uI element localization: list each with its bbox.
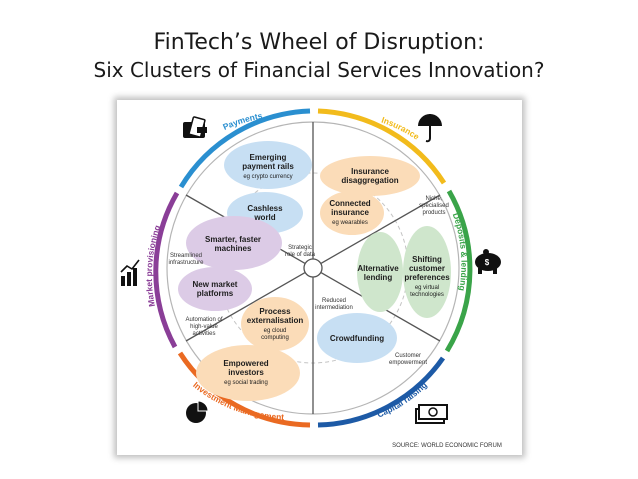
niche-l3: products — [422, 210, 445, 216]
smarter-l1: Smarter, faster — [205, 235, 261, 244]
blob-connected — [320, 191, 384, 235]
cluster-blobs — [178, 141, 451, 401]
shifting-l2: customer — [409, 264, 445, 273]
wallet-icon — [183, 116, 207, 138]
strategic-l1: Strategic — [288, 245, 312, 251]
blob-shifting — [403, 226, 451, 318]
svg-text:$: $ — [485, 258, 490, 267]
ring-investment — [177, 351, 311, 428]
slide-subtitle: Six Clusters of Financial Services Innov… — [93, 58, 545, 82]
cashless-l2: world — [253, 213, 275, 222]
strategic-l2: role of data — [285, 252, 316, 258]
empowered-sub: eg social trading — [224, 380, 268, 386]
streamlined-l2: infrastructure — [168, 260, 204, 266]
connected-sub: eg wearables — [332, 220, 368, 226]
bar-chart-icon — [120, 259, 140, 286]
new-market-l2: platforms — [197, 289, 234, 298]
alt-lending-l1: Alternative — [357, 264, 399, 273]
source-label: SOURCE: WORLD ECONOMIC FORUM — [392, 443, 502, 449]
blob-new-market — [178, 267, 252, 311]
empowered-l2: investors — [228, 368, 264, 377]
automation-l3: activities — [192, 331, 215, 337]
customer-emp-l2: empowerment — [389, 360, 427, 366]
shifting-sub1: eg virtual — [415, 285, 439, 291]
process-sub2: computing — [261, 335, 289, 341]
new-market-l1: New market — [193, 280, 238, 289]
process-l1: Process — [259, 307, 291, 316]
blob-process — [241, 297, 309, 351]
slide-title: FinTech’s Wheel of Disruption: — [153, 30, 485, 55]
blob-insurance-disaggregation — [320, 156, 420, 196]
customer-emp-l1: Customer — [395, 353, 421, 359]
shifting-l3: preferences — [404, 273, 450, 282]
empowered-l1: Empowered — [223, 359, 268, 368]
blob-emerging — [224, 141, 312, 189]
streamlined-l1: Streamlined — [170, 253, 202, 259]
reduced-l1: Reduced — [322, 298, 346, 304]
connected-l2: insurance — [331, 208, 369, 217]
pie-chart-icon — [186, 400, 209, 423]
ring-payments — [178, 108, 311, 189]
ring-capital — [317, 356, 446, 428]
automation-l2: high-value — [190, 324, 218, 330]
outer-ring — [153, 108, 473, 428]
connected-l1: Connected — [329, 199, 370, 208]
niche-l2: specialised — [419, 203, 449, 209]
process-l2: externalisation — [247, 316, 304, 325]
ring-market — [153, 191, 180, 349]
smarter-l2: machines — [215, 244, 252, 253]
emerging-l1: Emerging — [250, 153, 287, 162]
crowdfunding-l1: Crowdfunding — [330, 334, 384, 343]
umbrella-icon — [418, 114, 442, 143]
shifting-sub2: technologies — [410, 292, 444, 298]
reduced-l2: intermediation — [315, 305, 353, 311]
blob-smarter — [186, 216, 282, 270]
ring-insurance — [317, 108, 447, 185]
segment-label-deposits: Deposits & lending — [451, 212, 470, 292]
alt-lending-l2: lending — [364, 273, 393, 282]
blob-crowdfunding — [317, 313, 397, 363]
blob-empowered — [196, 345, 300, 401]
blob-alt-lending — [357, 232, 403, 312]
ring-deposits — [444, 189, 473, 353]
emerging-l2: payment rails — [242, 162, 294, 171]
process-sub1: eg cloud — [264, 328, 287, 334]
automation-l1: Automation of — [185, 317, 222, 323]
ins-disagg-l2: disaggregation — [341, 176, 398, 185]
hub — [303, 258, 323, 278]
niche-l1: Niche, — [425, 196, 442, 202]
banknotes-icon — [415, 404, 448, 424]
shifting-l1: Shifting — [412, 255, 442, 264]
piggy-bank-icon: $ — [475, 249, 501, 274]
ins-disagg-l1: Insurance — [351, 167, 389, 176]
emerging-sub: eg crypto currency — [243, 174, 292, 180]
cashless-l1: Cashless — [247, 204, 283, 213]
